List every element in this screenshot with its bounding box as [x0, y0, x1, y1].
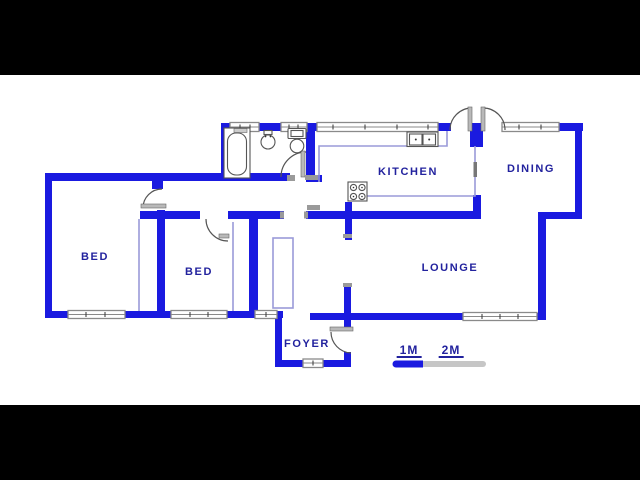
room-label-lounge: LOUNGE	[421, 262, 479, 274]
foyer-door	[329, 326, 354, 354]
kitchen-opening-jamb-top	[305, 175, 318, 180]
stove-icon	[347, 181, 368, 202]
basin-icon	[260, 129, 276, 150]
hall-south-wall-b	[228, 211, 284, 219]
bed2-window	[170, 309, 228, 320]
lounge-right-wall	[538, 212, 546, 320]
toilet-icon	[287, 127, 307, 154]
entrance-double-door	[449, 106, 506, 132]
foyer-left-wall	[275, 311, 282, 367]
hall-opening-jamb-right	[304, 211, 308, 219]
lounge-stub-cap	[343, 234, 352, 238]
passage-cupboard	[272, 237, 294, 309]
north-bed-wall	[45, 173, 290, 181]
scale-bar	[392, 360, 486, 368]
bathroom-door	[280, 150, 307, 181]
hall-opening-jamb-left	[280, 211, 284, 219]
bed-divider-wall	[157, 210, 165, 318]
foyer-right-wall-upper	[344, 287, 351, 329]
room-label-bed-2: BED	[184, 266, 214, 278]
counter-return	[473, 162, 477, 177]
bathtub-icon	[223, 127, 251, 179]
bed2-east-wall	[249, 212, 258, 318]
letterbox-top	[0, 0, 640, 75]
room-label-foyer: FOYER	[284, 338, 330, 350]
dining-right-wall	[575, 123, 582, 219]
foyer-south-wall-a	[275, 360, 303, 367]
kitchen-counter-top	[318, 131, 448, 182]
front-door-panel	[302, 358, 324, 369]
room-label-dining: DINING	[506, 163, 556, 175]
room-label-kitchen: KITCHEN	[377, 166, 439, 178]
hall-south-wall-a	[140, 211, 200, 219]
kitchen-window	[316, 121, 439, 133]
walls	[45, 123, 583, 367]
foyer-south-wall-b	[323, 360, 350, 367]
room-label-bed-1: BED	[80, 251, 110, 263]
bed1-window	[67, 309, 126, 320]
lounge-wall-cap	[343, 283, 352, 287]
counters-and-closets	[138, 131, 477, 311]
doors	[140, 106, 506, 354]
west-exterior-wall	[45, 173, 52, 318]
double-sink-icon	[406, 131, 439, 148]
dining-south-wall	[538, 212, 582, 219]
bathroom-kitchen-wall	[306, 123, 315, 180]
bed1-door	[140, 188, 167, 209]
passage-window	[254, 309, 278, 320]
bed1-door-stub	[152, 181, 163, 189]
scale-label-2m: 2M	[438, 344, 464, 358]
lounge-stub-wall	[345, 202, 352, 240]
entrance-mullion	[470, 123, 483, 147]
kitchen-corner-stub	[473, 195, 481, 219]
scale-bar-blue	[392, 360, 423, 368]
kitchen-opening-jamb-bottom	[307, 205, 320, 210]
kitchen-south-wall	[306, 211, 481, 219]
dining-window	[501, 121, 560, 133]
foyer-right-wall-lower	[344, 352, 351, 367]
lounge-window	[462, 311, 538, 322]
bed2-door	[205, 218, 230, 242]
scale-label-1m: 1M	[396, 344, 422, 358]
letterbox-bottom	[0, 405, 640, 480]
fixtures	[223, 127, 439, 202]
foyer-north-wall	[310, 313, 348, 320]
lounge-south-wall	[351, 313, 463, 320]
